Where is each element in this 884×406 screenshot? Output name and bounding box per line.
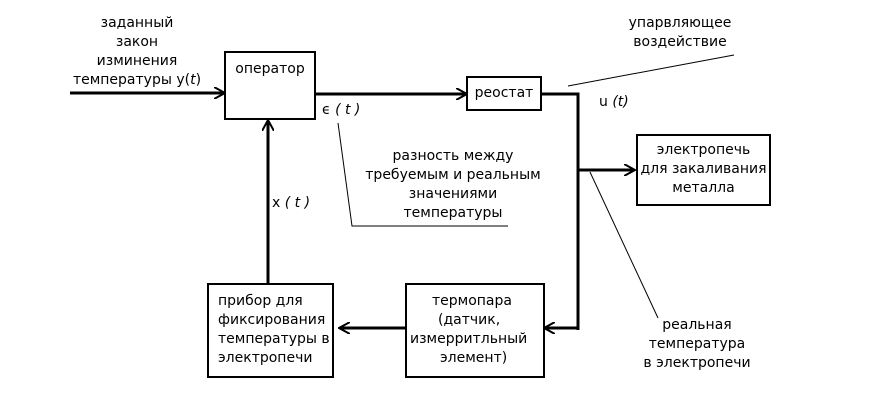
thermocouple-label-line4: элемент) bbox=[440, 350, 508, 366]
operator-box: оператор bbox=[224, 51, 316, 120]
rheostat-box: реостат bbox=[466, 76, 542, 111]
control-action-line1: упарвляющее bbox=[628, 15, 732, 31]
input-label-line4: температуры y(t) bbox=[72, 72, 202, 88]
x-argument: ( t ) bbox=[284, 195, 311, 211]
difference-line4: температуры bbox=[403, 205, 503, 221]
input-label-line3: изминения bbox=[96, 53, 178, 69]
thermocouple-label-line3: измерритльный bbox=[410, 331, 528, 347]
difference-annotation: разность между требуемым и реальным знач… bbox=[358, 147, 548, 223]
difference-line3: значениями bbox=[408, 186, 498, 202]
thermocouple-label-line2: (датчик, bbox=[438, 312, 501, 328]
operator-label: оператор bbox=[235, 61, 305, 77]
real-temperature-leader bbox=[589, 171, 659, 319]
epsilon-signal-label: ϵ ( t ) bbox=[322, 101, 360, 120]
recorder-label: прибор для фиксирования температуры в эл… bbox=[218, 292, 332, 368]
real-temperature-line1: реальная bbox=[662, 317, 732, 333]
x-signal-label: x ( t ) bbox=[272, 194, 310, 213]
recorder-label-line2: фиксирования bbox=[218, 312, 326, 328]
difference-line1: разность между bbox=[392, 148, 514, 164]
u-signal-label: u (t) bbox=[599, 93, 629, 112]
difference-line2: требуемым и реальным bbox=[365, 167, 541, 183]
real-temperature-annotation: реальная температура в электропечи bbox=[632, 316, 762, 373]
input-label-line2: закон bbox=[115, 34, 159, 50]
thermocouple-label: термопара (датчик, измерритльный элемент… bbox=[410, 292, 542, 368]
thermocouple-box: термопара (датчик, измерритльный элемент… bbox=[405, 283, 545, 378]
furnace-label-line1: электропечь bbox=[656, 142, 751, 158]
furnace-label-line2: для закаливания bbox=[640, 161, 767, 177]
input-label-line1: заданный bbox=[100, 15, 174, 31]
u-symbol: u bbox=[599, 94, 608, 110]
rheostat-label: реостат bbox=[474, 85, 534, 101]
recorder-label-line3: температуры в bbox=[218, 331, 330, 347]
input-label: заданный закон изминения температуры y(t… bbox=[72, 14, 202, 90]
control-action-annotation: упарвляющее воздействие bbox=[610, 14, 750, 52]
furnace-box: электропечь для закаливания металла bbox=[636, 134, 771, 206]
recorder-label-line4: электропечи bbox=[218, 350, 313, 366]
recorder-box: прибор для фиксирования температуры в эл… bbox=[207, 283, 334, 378]
real-temperature-line3: в электропечи bbox=[643, 355, 751, 371]
furnace-label: электропечь для закаливания металла bbox=[638, 141, 769, 198]
recorder-label-line1: прибор для bbox=[218, 293, 303, 309]
real-temperature-line2: температура bbox=[648, 336, 746, 352]
epsilon-argument: ( t ) bbox=[335, 102, 361, 118]
epsilon-symbol: ϵ bbox=[322, 102, 331, 118]
x-symbol: x bbox=[272, 195, 281, 211]
difference-leader bbox=[337, 122, 508, 227]
control-action-line2: воздействие bbox=[633, 34, 727, 50]
thermocouple-label-line1: термопара bbox=[432, 293, 512, 309]
u-argument: (t) bbox=[612, 94, 629, 110]
control-line bbox=[541, 92, 580, 330]
furnace-label-line3: металла bbox=[672, 180, 735, 196]
control-action-leader bbox=[567, 54, 735, 87]
